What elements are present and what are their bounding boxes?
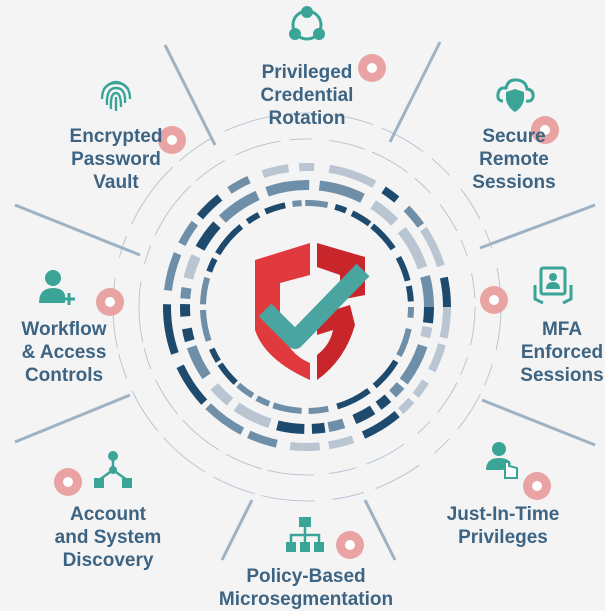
feature-label-line: Remote xyxy=(472,148,555,171)
network-nodes-icon xyxy=(93,450,133,490)
feature-label-line: Privileges xyxy=(447,526,560,549)
feature-label-line: Just-In-Time xyxy=(447,503,560,526)
feature-label-line: Sessions xyxy=(520,364,603,387)
feature-label-line: Secure xyxy=(472,125,555,148)
feature-label-line: Enforced xyxy=(520,341,603,364)
accent-dot xyxy=(336,531,364,559)
accent-dot xyxy=(54,468,82,496)
hierarchy-icon xyxy=(285,515,325,555)
feature-label-line: Password xyxy=(70,148,163,171)
feature-label-line: Sessions xyxy=(472,171,555,194)
feature-label-line: Credential xyxy=(261,84,354,107)
feature-label-line: Policy-Based xyxy=(219,565,393,588)
tablet-user-icon xyxy=(533,265,573,305)
feature-label-line: Account xyxy=(55,503,162,526)
feature-label-line: Privileged xyxy=(261,61,354,84)
accent-dot xyxy=(96,288,124,316)
fingerprint-icon xyxy=(96,75,136,115)
accent-dot xyxy=(523,472,551,500)
cloud-shield-icon xyxy=(495,75,535,115)
feature-label-line: and System xyxy=(55,526,162,549)
feature-label-line: Encrypted xyxy=(70,125,163,148)
feature-label-line: Workflow xyxy=(21,318,106,341)
feature-label-line: Discovery xyxy=(55,549,162,572)
user-click-icon xyxy=(483,440,523,480)
accent-dot xyxy=(480,286,508,314)
feature-label-line: & Access xyxy=(21,341,106,364)
user-network-icon xyxy=(287,5,327,45)
accent-dot xyxy=(358,54,386,82)
user-add-icon xyxy=(37,267,77,307)
feature-label-line: Controls xyxy=(21,364,106,387)
feature-label-line: MFA xyxy=(520,318,603,341)
feature-label-line: Rotation xyxy=(261,107,354,130)
feature-label-line: Microsegmentation xyxy=(219,588,393,611)
feature-label-line: Vault xyxy=(70,171,163,194)
